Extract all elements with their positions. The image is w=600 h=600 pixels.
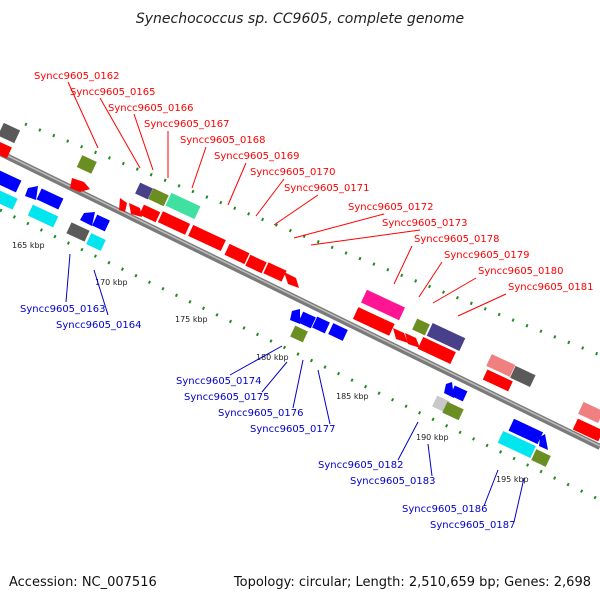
gene-label[interactable]: Syncc9605_0174 xyxy=(176,376,262,387)
gene-block[interactable] xyxy=(245,254,267,274)
gene-label[interactable]: Syncc9605_0166 xyxy=(108,103,194,114)
gene-block[interactable] xyxy=(510,365,536,387)
gene-block[interactable] xyxy=(312,316,330,334)
gene-block[interactable] xyxy=(135,182,153,200)
gene-label[interactable]: Syncc9605_0169 xyxy=(214,151,300,162)
gene-arrow[interactable] xyxy=(539,434,548,450)
gene-block[interactable] xyxy=(224,243,250,265)
gene-label[interactable]: Syncc9605_0181 xyxy=(508,282,594,293)
gene-block[interactable] xyxy=(0,122,21,144)
scale-label: 170 kbp xyxy=(95,278,128,287)
gene-block[interactable] xyxy=(76,155,97,174)
scale-label: 185 kbp xyxy=(336,392,369,401)
gene-arrow[interactable] xyxy=(129,203,142,217)
gene-block[interactable] xyxy=(157,211,191,235)
gene-label[interactable]: Syncc9605_0186 xyxy=(402,504,488,515)
gene-label[interactable]: Syncc9605_0182 xyxy=(318,460,404,471)
gene-label[interactable]: Syncc9605_0176 xyxy=(218,408,304,419)
forward-strand-genes xyxy=(0,122,600,442)
gene-block[interactable] xyxy=(482,369,513,392)
gene-block[interactable] xyxy=(572,418,600,442)
gene-block[interactable] xyxy=(328,323,348,341)
reverse-gene-labels: Syncc9605_0163 Syncc9605_0164 Syncc9605_… xyxy=(20,304,516,531)
genome-summary-text: Topology: circular; Length: 2,510,659 bp… xyxy=(233,575,591,590)
gene-block[interactable] xyxy=(86,233,106,251)
gene-arrow[interactable] xyxy=(393,328,408,343)
gene-label[interactable]: Syncc9605_0162 xyxy=(34,71,120,82)
gene-arrow[interactable] xyxy=(25,186,38,200)
gene-block[interactable] xyxy=(139,204,161,223)
gene-arrow[interactable] xyxy=(284,272,299,288)
gene-label[interactable]: Syncc9605_0170 xyxy=(250,167,336,178)
gene-block[interactable] xyxy=(298,311,316,329)
gene-label[interactable]: Syncc9605_0173 xyxy=(382,218,468,229)
gene-block[interactable] xyxy=(148,188,169,207)
gene-block[interactable] xyxy=(290,325,308,343)
gene-block[interactable] xyxy=(442,401,464,421)
gene-block[interactable] xyxy=(27,204,59,228)
gene-label[interactable]: Syncc9605_0164 xyxy=(56,320,142,331)
gene-label[interactable]: Syncc9605_0187 xyxy=(430,520,516,531)
scale-label: 195 kbp xyxy=(496,475,529,484)
scale-label: 175 kbp xyxy=(175,315,208,324)
reverse-leader-lines xyxy=(65,253,525,523)
gene-arrow[interactable] xyxy=(290,309,300,324)
gene-label[interactable]: Syncc9605_0180 xyxy=(478,266,564,277)
gene-block[interactable] xyxy=(578,401,600,423)
scale-labels: 165 kbp 170 kbp 175 kbp 180 kbp 185 kbp … xyxy=(12,241,529,484)
gene-label[interactable]: Syncc9605_0168 xyxy=(180,135,266,146)
gene-label[interactable]: Syncc9605_0171 xyxy=(284,183,370,194)
inner-tick-track xyxy=(0,208,600,502)
gene-block[interactable] xyxy=(352,307,395,336)
genome-backbone xyxy=(0,150,600,450)
gene-label[interactable]: Syncc9605_0183 xyxy=(350,476,436,487)
gene-block[interactable] xyxy=(66,222,90,242)
gene-block[interactable] xyxy=(0,170,22,193)
gene-arrow[interactable] xyxy=(80,212,95,226)
gene-block[interactable] xyxy=(497,430,536,458)
gene-label[interactable]: Syncc9605_0177 xyxy=(250,424,336,435)
accession-text: Accession: NC_007516 xyxy=(9,575,157,590)
gene-block[interactable] xyxy=(36,188,64,210)
gene-block[interactable] xyxy=(0,190,18,210)
scale-label: 165 kbp xyxy=(12,241,45,250)
gene-block[interactable] xyxy=(165,192,201,220)
gene-block[interactable] xyxy=(188,224,226,252)
forward-leader-lines xyxy=(67,81,507,317)
gene-block[interactable] xyxy=(426,323,466,351)
gene-arrow[interactable] xyxy=(119,198,127,212)
gene-block[interactable] xyxy=(486,354,516,377)
gene-block[interactable] xyxy=(412,318,430,336)
gene-block[interactable] xyxy=(92,214,110,232)
gene-label[interactable]: Syncc9605_0163 xyxy=(20,304,106,315)
gene-block[interactable] xyxy=(450,385,468,402)
reverse-strand-genes xyxy=(0,170,551,467)
gene-block[interactable] xyxy=(0,141,12,159)
forward-gene-labels: Syncc9605_0162 Syncc9605_0165 Syncc9605_… xyxy=(34,71,594,293)
gene-label[interactable]: Syncc9605_0179 xyxy=(444,250,530,261)
gene-label[interactable]: Syncc9605_0167 xyxy=(144,119,230,130)
scale-label: 180 kbp xyxy=(256,353,289,362)
gene-arrow[interactable] xyxy=(405,333,420,348)
gene-arrow[interactable] xyxy=(70,178,90,192)
gene-block[interactable] xyxy=(361,289,405,321)
gene-label[interactable]: Syncc9605_0178 xyxy=(414,234,500,245)
gene-label[interactable]: Syncc9605_0172 xyxy=(348,202,434,213)
map-title: Synechococcus sp. CC9605, complete genom… xyxy=(136,11,464,27)
gene-label[interactable]: Syncc9605_0175 xyxy=(184,392,270,403)
gene-block[interactable] xyxy=(417,336,456,364)
gene-label[interactable]: Syncc9605_0165 xyxy=(70,87,156,98)
gene-block[interactable] xyxy=(531,449,551,467)
scale-label: 190 kbp xyxy=(416,433,449,442)
gene-block[interactable] xyxy=(508,418,544,445)
gene-block[interactable] xyxy=(263,262,287,282)
